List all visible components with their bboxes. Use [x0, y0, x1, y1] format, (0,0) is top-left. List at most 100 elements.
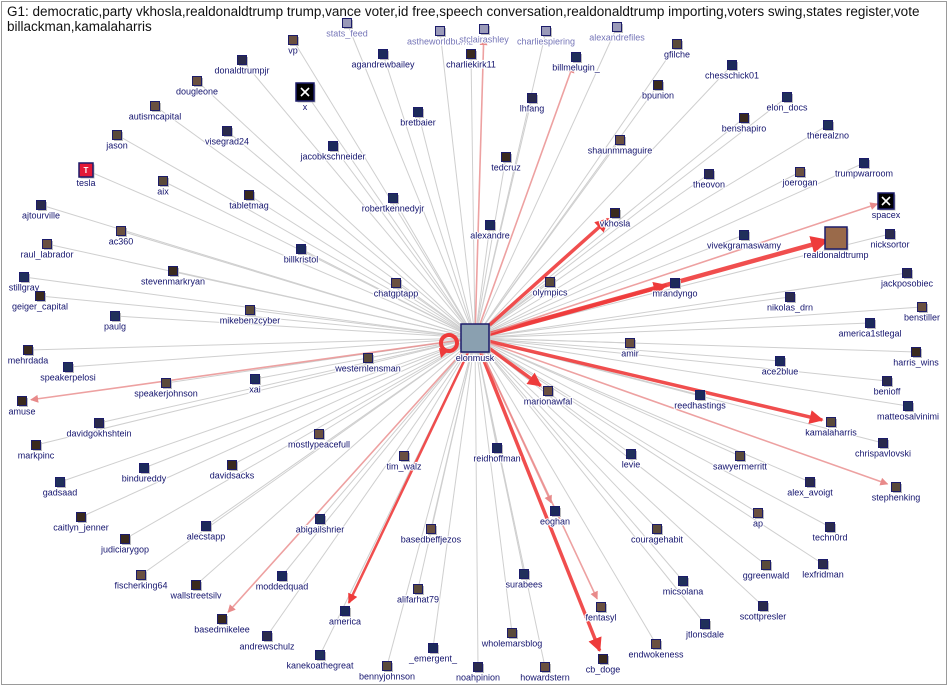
- node-amuse[interactable]: amuse: [7, 396, 37, 418]
- node-noahpinion[interactable]: noahpinion: [455, 662, 501, 684]
- node-agandrewbailey[interactable]: agandrewbailey: [350, 49, 416, 71]
- node-stats_feed[interactable]: stats_feed: [325, 18, 369, 40]
- node-mrandyngo[interactable]: mrandyngo: [651, 278, 699, 300]
- node-mehrdada[interactable]: mehrdada: [7, 345, 49, 367]
- node-astheworldburnz[interactable]: astheworldburnz: [406, 26, 475, 48]
- node-tim_walz[interactable]: tim_walz: [385, 451, 423, 473]
- node-ace2blue[interactable]: ace2blue: [761, 356, 799, 378]
- node-theovon[interactable]: theovon: [692, 169, 726, 191]
- node-andrewschulz[interactable]: andrewschulz: [238, 631, 296, 653]
- node-speakerjohnson[interactable]: speakerjohnson: [133, 378, 199, 400]
- node-nicksortor[interactable]: nicksortor: [869, 229, 911, 251]
- node-stillgray[interactable]: stillgray: [8, 272, 41, 294]
- node-visegrad24[interactable]: visegrad24: [204, 126, 250, 148]
- node-olympics[interactable]: olympics: [531, 277, 569, 299]
- node-donaldtrumpjr[interactable]: donaldtrumpjr: [213, 55, 271, 77]
- node-ac360[interactable]: ac360: [108, 226, 134, 248]
- node-lhfang[interactable]: lhfang: [519, 93, 545, 115]
- node-therealzno[interactable]: therealzno: [806, 120, 850, 142]
- node-vkhosla[interactable]: vkhosla: [599, 208, 631, 230]
- node-tedcruz[interactable]: tedcruz: [490, 152, 522, 174]
- node-speakerpelosi[interactable]: speakerpelosi: [39, 362, 97, 384]
- node-couragehabit[interactable]: couragehabit: [630, 524, 685, 546]
- node-alexandre[interactable]: alexandre: [469, 220, 511, 242]
- node-eoghan[interactable]: eoghan: [539, 506, 571, 528]
- node-spacex[interactable]: spacex: [871, 192, 902, 221]
- node-abigailshrier[interactable]: abigailshrier: [295, 514, 345, 536]
- node-moddedquad[interactable]: moddedquad: [255, 571, 309, 593]
- node-marionawfal[interactable]: marionawfal: [523, 386, 573, 408]
- node-judiciarygop[interactable]: judiciarygop: [99, 534, 150, 556]
- node-elonmusk[interactable]: elonmusk: [455, 323, 496, 364]
- node-mikebenzcyber[interactable]: mikebenzcyber: [219, 305, 281, 327]
- node-gfilche[interactable]: gfilche: [663, 39, 691, 61]
- node-ap[interactable]: ap: [752, 508, 764, 530]
- node-davidsacks[interactable]: davidsacks: [209, 460, 256, 482]
- node-benshapiro[interactable]: benshapiro: [721, 113, 767, 135]
- node-alifarhat79[interactable]: alifarhat79: [396, 584, 440, 606]
- node-ajtourville[interactable]: ajtourville: [21, 200, 61, 222]
- node-wholemarsblog[interactable]: wholemarsblog: [480, 628, 543, 650]
- node-alex_avoigt[interactable]: alex_avoigt: [786, 477, 834, 499]
- node-_emergent_[interactable]: _emergent_: [407, 643, 459, 665]
- node-mostlypeacefull[interactable]: mostlypeacefull: [287, 429, 351, 451]
- node-basedmikelee[interactable]: basedmikelee: [193, 614, 251, 636]
- node-caitlyn_jenner[interactable]: caitlyn_jenner: [52, 512, 110, 534]
- node-chrispavlovski[interactable]: chrispavlovski: [854, 438, 912, 460]
- node-jacobkschneider[interactable]: jacobkschneider: [298, 141, 367, 163]
- node-gadsaad[interactable]: gadsaad: [42, 477, 78, 499]
- node-stclairashley[interactable]: stclairashley: [458, 24, 510, 46]
- node-raul_labrador[interactable]: raul_labrador: [19, 239, 75, 261]
- node-nikolas_drn[interactable]: nikolas_drn: [766, 292, 814, 314]
- node-surabees[interactable]: surabees: [504, 569, 544, 591]
- node-lexfridman[interactable]: lexfridman: [801, 559, 845, 581]
- node-tabletmag[interactable]: tabletmag: [228, 190, 270, 212]
- node-bpunion[interactable]: bpunion: [641, 80, 675, 102]
- node-bindureddy[interactable]: bindureddy: [121, 463, 168, 485]
- node-levie[interactable]: levie: [621, 449, 641, 471]
- node-cb_doge[interactable]: cb_doge: [585, 654, 621, 676]
- node-jason[interactable]: jason: [104, 130, 129, 152]
- node-reidhoffman[interactable]: reidhoffman: [472, 443, 522, 465]
- node-bennyjohnson[interactable]: bennyjohnson: [358, 661, 416, 683]
- node-westernlensman[interactable]: westernlensman: [333, 353, 402, 375]
- node-matteosalvinimi[interactable]: matteosalvinimi: [876, 401, 940, 423]
- node-davidgokhshtein[interactable]: davidgokhshtein: [65, 418, 133, 440]
- node-markpinc[interactable]: markpinc: [17, 440, 56, 462]
- node-wallstreetsilv[interactable]: wallstreetsilv: [168, 580, 223, 602]
- node-geiger_capital[interactable]: geiger_capital: [11, 291, 69, 313]
- node-america1stlegal[interactable]: america1stlegal: [837, 318, 903, 340]
- node-kanekoathegreat[interactable]: kanekoathegreat: [285, 650, 355, 672]
- node-benstiller[interactable]: benstiller: [903, 302, 941, 324]
- node-trumpwarroom[interactable]: trumpwarroom: [834, 158, 894, 180]
- node-robertkennedyjr[interactable]: robertkennedyjr: [361, 193, 425, 215]
- node-elon_docs[interactable]: elon_docs: [765, 92, 809, 114]
- node-ggreenwald[interactable]: ggreenwald: [742, 560, 790, 582]
- node-fentasyl[interactable]: fentasyl: [584, 602, 618, 624]
- node-paulg[interactable]: paulg: [103, 311, 127, 333]
- node-basedbeffjezos[interactable]: basedbeffjezos: [400, 524, 463, 546]
- node-chatgptapp[interactable]: chatgptapp: [373, 278, 419, 300]
- node-billkristol[interactable]: billkristol: [283, 244, 319, 266]
- node-stephenking[interactable]: stephenking: [871, 482, 921, 504]
- node-aix[interactable]: aix: [156, 176, 170, 198]
- node-realdonaldtrump[interactable]: realdonaldtrump: [802, 226, 870, 261]
- node-amir[interactable]: amir: [620, 338, 640, 360]
- node-sawyermerritt[interactable]: sawyermerritt: [712, 451, 769, 473]
- node-vivekgramaswamy[interactable]: vivekgramaswamy: [706, 230, 783, 252]
- node-xai[interactable]: xai: [248, 374, 262, 396]
- node-benioff[interactable]: benioff: [872, 376, 902, 398]
- node-dougleone[interactable]: dougleone: [175, 76, 219, 98]
- node-kamalaharris[interactable]: kamalaharris: [804, 417, 858, 439]
- node-fischerking64[interactable]: fischerking64: [113, 570, 169, 592]
- node-vp[interactable]: vp: [287, 35, 299, 57]
- node-alecstapp[interactable]: alecstapp: [186, 521, 226, 543]
- node-chesschick01[interactable]: chesschick01: [704, 60, 760, 82]
- node-endwokeness[interactable]: endwokeness: [627, 639, 685, 661]
- node-micsolana[interactable]: micsolana: [662, 576, 704, 598]
- node-autismcapital[interactable]: autismcapital: [128, 101, 182, 123]
- node-howardstern[interactable]: howardstern: [519, 662, 571, 684]
- node-techn0rd[interactable]: techn0rd: [811, 522, 849, 544]
